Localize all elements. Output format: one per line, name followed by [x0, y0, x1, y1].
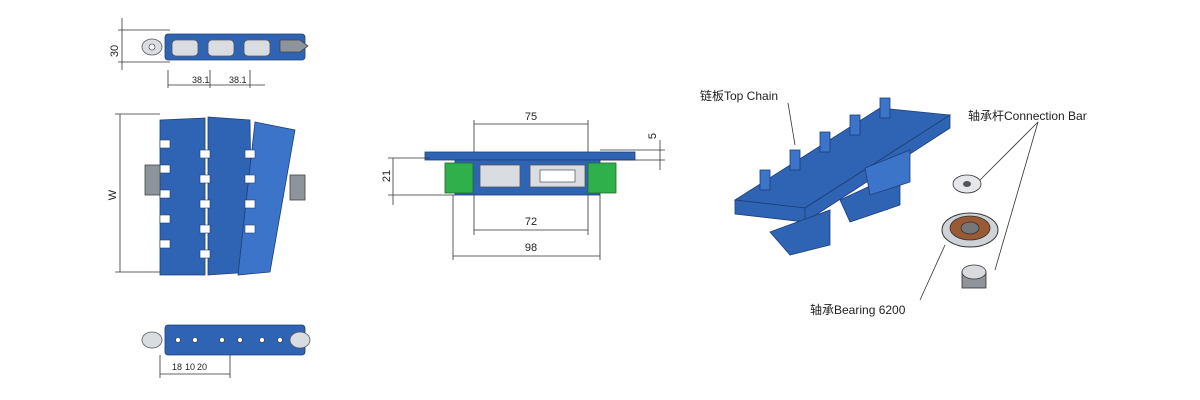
label-top-chain: 链板Top Chain [700, 88, 778, 103]
dim-bottom-3: 20 [197, 362, 207, 372]
dim-pitch-2: 38.1 [229, 75, 247, 85]
cross-section: 75 5 21 72 98 [381, 111, 665, 260]
dim-pitch-1: 38.1 [192, 75, 210, 85]
connection-bar-bolt [961, 264, 987, 289]
dim-bottom-1: 18 [172, 362, 182, 372]
dim-inner-width: 72 [525, 216, 537, 228]
dim-top-width: 75 [525, 111, 537, 123]
bottom-view: 18 10 20 [141, 324, 311, 378]
top-chain-iso [733, 97, 952, 256]
dim-total-height: 21 [381, 170, 393, 182]
label-bearing: 轴承Bearing 6200 [810, 302, 906, 317]
plan-view: W [107, 113, 306, 276]
dim-width-w: W [107, 189, 119, 200]
dim-bottom-2: 10 [185, 362, 195, 372]
dim-side-height: 30 [109, 45, 121, 57]
dim-outer-width: 98 [525, 242, 537, 254]
dim-top-thickness: 5 [647, 133, 659, 139]
connection-bar-small [952, 174, 982, 194]
label-connection-bar: 轴承杆Connection Bar [968, 108, 1087, 123]
bearing-6200 [941, 212, 999, 248]
side-view-top: 30 38.1 38.1 [109, 18, 309, 88]
